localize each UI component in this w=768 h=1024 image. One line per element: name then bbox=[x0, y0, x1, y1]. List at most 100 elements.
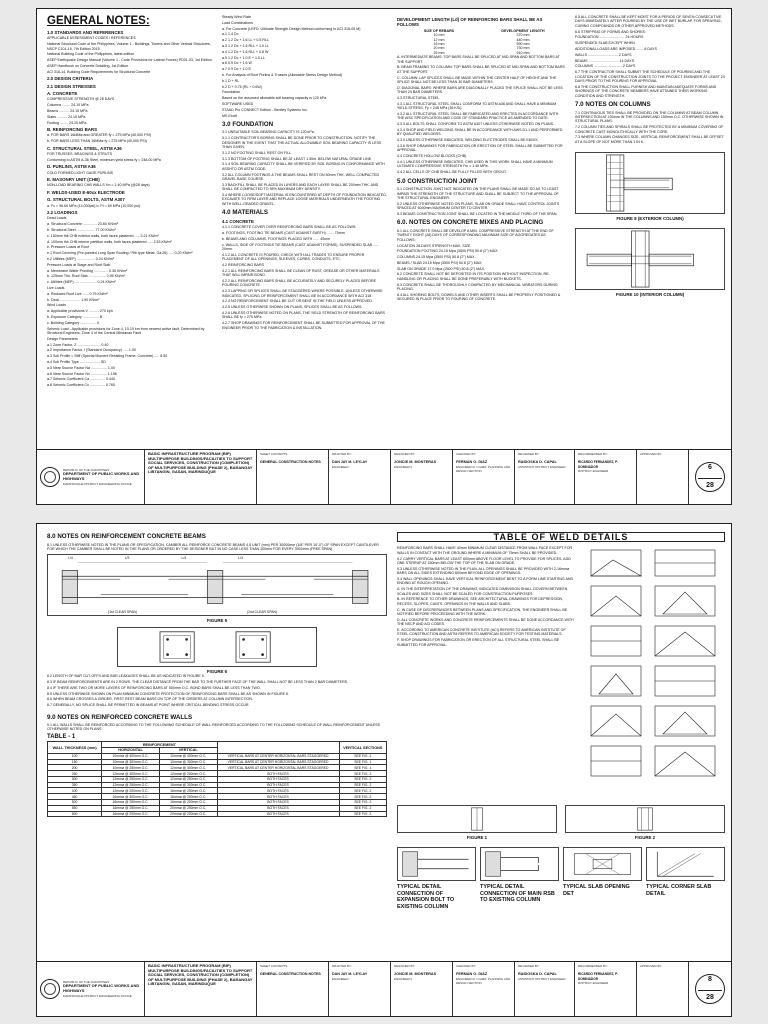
section-heading: 2.1 DESIGN STRESSES bbox=[47, 83, 96, 89]
note-line: 3.4 WHERE LOOSE/SOFT MATERIAL IS ENCOUNT… bbox=[222, 193, 387, 206]
figure-2-caption: FIGURE 2 bbox=[634, 834, 656, 840]
note-line: b. FOR BARS LESS THAN 16MMø fy = 275 MPa… bbox=[47, 139, 147, 144]
note-line: b. Exposure Category ................ B bbox=[47, 315, 103, 320]
subsection-heading: B. REINFORCING BARS bbox=[47, 127, 98, 133]
title-block: REPUBLIC OF THE PHILIPPINES DEPARTMENT O… bbox=[37, 961, 731, 1016]
note-line: a. Applicable provisions V .......... 27… bbox=[47, 309, 113, 314]
note-line: 4.3.2 ALL STRUCTURAL STEEL SHALL BE FABR… bbox=[397, 112, 559, 121]
note-line: National Building Code of the Philippine… bbox=[47, 52, 135, 57]
section-heading: 7.0 NOTES ON COLUMNS bbox=[575, 101, 651, 109]
note-line: 9.2 CARRY VERTICAL BARS AT LEAST 600mm A… bbox=[397, 556, 571, 566]
note-line: a.2 Importance Factor, I (Standard Occup… bbox=[47, 348, 136, 353]
note-line: 6.2 CONCRETE SHALL NOT BE DEPOSITED IN I… bbox=[397, 272, 550, 281]
beam-notes-list: 8.1 UNLESS OTHERWISE NOTED IN THE PLANS … bbox=[47, 543, 387, 552]
sheet-title: GENERAL NOTES: bbox=[47, 15, 150, 27]
note-line: MS Excel bbox=[222, 113, 238, 118]
beam-wall-notes: 8.0 NOTES ON REINFORCEMENT CONCRETE BEAM… bbox=[47, 530, 387, 962]
note-line: C. COLUMN: LAP SPLICES SHALL BE MADE WIT… bbox=[397, 75, 557, 85]
note-line: a. FOR BARS 16MMø and GREATER fy = 275 M… bbox=[47, 133, 152, 138]
approved-by: APPROVED BY: bbox=[637, 450, 689, 504]
sheet-number: 6 28 bbox=[689, 450, 731, 504]
section-heading: 2.0 DESIGN CRITERIA bbox=[47, 76, 94, 82]
note-line: c. Utilities (MEP) .....................… bbox=[47, 280, 116, 285]
note-line: 8.4 IF THERE ARE TWO OR MORE LAYERS OF R… bbox=[47, 685, 261, 690]
note-line: 6.5 ALL CONCRETE SHALL BE KEPT MOIST FOR… bbox=[575, 15, 722, 28]
foundation-list: 3.1 UNSUITABLE SOIL BEARING CAPACITY IS … bbox=[222, 130, 387, 206]
note-line: Foundation bbox=[222, 90, 240, 95]
note-line: e. Pressure Loads at Roof bbox=[47, 245, 89, 250]
note-line: 6.8 THE CONSTRUCTION SHALL FURNISH AND M… bbox=[575, 84, 717, 98]
note-line: 4.3.3 ALL BOLTS SHALL CONFORM TO ASTM A3… bbox=[397, 122, 555, 127]
wall-notes-list: 9.1 ALL WALLS SHALL BE REINFORCED ACCORD… bbox=[47, 723, 387, 732]
notes-column-1: GENERAL NOTES: 1.0 STANDARDS AND REFEREN… bbox=[47, 15, 212, 447]
checked-by: CHECKED BY: FERMAN O. DIAZ ENGINEER III … bbox=[453, 450, 515, 504]
reviewed-by: REVIEWED BY: RAIDOSKA D. CAPAL ASSISTANT… bbox=[515, 962, 575, 1016]
note-line: 4.3.4 SHOP AND FIELD WELDING SHALL BE IN… bbox=[397, 128, 563, 137]
note-line: a.7 Seismic Coefficient Ca .............… bbox=[47, 377, 116, 382]
note-line: 3.1.3 BOTTOM OF FOOTING SHALL BE AT LEAS… bbox=[222, 156, 373, 161]
note-line: a. Fv = 96.60 MPa (14,000psi) b. Ft = 69… bbox=[47, 203, 141, 208]
subsection-heading: F. WELDS-USED E-60xx ELECTRODE bbox=[47, 189, 125, 195]
detail-caption: TYPICAL DETAIL CONNECTION OF EXPANSION B… bbox=[397, 884, 455, 910]
clear-span-labels: (1st CLEAR SPAN) (2nd CLEAR SPAN) bbox=[108, 609, 278, 614]
figure-8-caption: FIGURE 8 (EXTERIOR COLUMN) bbox=[616, 216, 684, 222]
wall-section-figure-2 bbox=[637, 807, 653, 831]
figure-5-caption: FIGURE 5 bbox=[206, 618, 228, 624]
beam-more-list: 8.2 LENGTH OF BAR CUT-OFFS AND BAR LEAKA… bbox=[47, 674, 387, 707]
subsection-heading: A. CONCRETE bbox=[47, 91, 78, 97]
weld-table-title: TABLE OF WELD DETAILS bbox=[397, 532, 725, 543]
note-line: 4.3 STRUCTURAL STEEL bbox=[397, 96, 440, 101]
dpwh-seal-icon bbox=[40, 979, 60, 999]
note-line: Beams .......... 24.15 MPa bbox=[47, 109, 88, 114]
joint-list: 5.1 CONSTRUCTION JOINT NOT INDICATED ON … bbox=[397, 187, 565, 216]
note-line: 3.1.4 SOIL BEARING CAPACITY SHALL BE VER… bbox=[222, 162, 385, 171]
note-line: A. IN THE INTERPRETATION OF THE DRAWING,… bbox=[397, 587, 568, 596]
sheet-contents: SHEET CONTENTS GENERAL CONSTRUCTION NOTE… bbox=[257, 450, 329, 504]
note-line: 5.1 CONSTRUCTION JOINT NOT INDICATED ON … bbox=[397, 187, 559, 200]
section-heading: 3.0 FOUNDATION bbox=[222, 120, 274, 128]
note-line: COLD FORMED LIGHT GAGE PURLINS bbox=[47, 170, 114, 175]
note-line: 8.5 UNLESS OTHERWISE SHOWN ON PLAN MINIM… bbox=[47, 691, 290, 696]
note-line: 5.2 UNLESS OTHERWISE NOTED ON PLANS, SLA… bbox=[397, 201, 560, 211]
note-line: 3.3 BACKFILL SHALL BE PLACED IN LAYERS A… bbox=[222, 182, 379, 192]
note-line: b. 125mm Thk. Roof Slab ................… bbox=[47, 274, 125, 279]
note-line: 5.3 BEAMS CONSTRUCTION JOINT SHALL BE LO… bbox=[397, 211, 558, 216]
subsection-heading: E. MASONRY UNIT (CHB) bbox=[47, 177, 100, 183]
materials-list: 4.1.1 CONCRETE COVER OVER REINFORCING BA… bbox=[222, 225, 387, 330]
note-line: 7.2 COLUMN TIES AND SPIRALS SHALL BE PRO… bbox=[575, 125, 724, 134]
note-line: e.1 Roof Covering (Pre-painted Long Span… bbox=[47, 251, 193, 256]
note-line: 4.1.2 ALL CONCRETE IS POURED, CHECK WITH… bbox=[222, 252, 365, 262]
sheet-body: 8.0 NOTES ON REINFORCEMENT CONCRETE BEAM… bbox=[37, 524, 731, 966]
note-line: REINFORCING BARS SHALL HAVE 40mm MINIMUM… bbox=[397, 546, 573, 555]
note-line: Footing ........ 24.15 MPa bbox=[47, 120, 87, 125]
note-line: BEAMS .............................. 14 … bbox=[575, 58, 635, 63]
note-line: 4.2.6 UNLESS OTHERWISE NOTED ON PLANS, T… bbox=[222, 310, 385, 320]
note-line: a.7 0.9 Dc + 1.0 E bbox=[222, 67, 251, 72]
note-line: a. Reduced Roof Live ...... 0.75 KN/m² bbox=[47, 291, 108, 296]
note-line: 7.1 CONTINUOUS TIES SHALL BE PROVIDED ON… bbox=[575, 110, 724, 124]
interior-column-detail bbox=[586, 230, 694, 287]
note-line: National Structural Code of the Philippi… bbox=[47, 42, 211, 51]
note-line: COLUMNS ............................ 2 D… bbox=[575, 64, 636, 69]
notes-column-3: DEVELOPMENT LENGTH (Ld) OF REINFORCING B… bbox=[397, 15, 565, 447]
exterior-column-detail bbox=[606, 154, 673, 212]
note-line: c. WALLS, SIDE OF FOOTINGS TIE BEAMS (CA… bbox=[222, 242, 380, 251]
note-line: 4.3.1 ALL STRUCTURAL STEEL SHALL CONFORM… bbox=[397, 101, 557, 111]
note-line: 8.7 GENERALLY, NO SPLICE SHALL BE PERMIT… bbox=[47, 703, 250, 708]
note-line: d. 100mm thk CHB interior partition wall… bbox=[47, 239, 172, 244]
note-line: 8.1 UNLESS OTHERWISE NOTED IN THE PLANS … bbox=[47, 542, 379, 551]
note-line: a.5 Near Source Factor Na ..............… bbox=[47, 365, 115, 370]
columns-list: 7.1 CONTINUOUS TIES SHALL BE PROVIDED ON… bbox=[575, 111, 725, 145]
expansion-bolt-detail-drawing bbox=[397, 847, 476, 882]
note-line: 4.1.1 CONCRETE COVER OVER REINFORCING BA… bbox=[222, 225, 357, 230]
figure-1-caption: FIGURE 1 bbox=[466, 834, 488, 840]
note-line: Conforming to ASTM A-36 Steel, minimum y… bbox=[47, 157, 161, 162]
note-line: c. 150mm thk CHB exterior walls, both fa… bbox=[47, 233, 159, 238]
